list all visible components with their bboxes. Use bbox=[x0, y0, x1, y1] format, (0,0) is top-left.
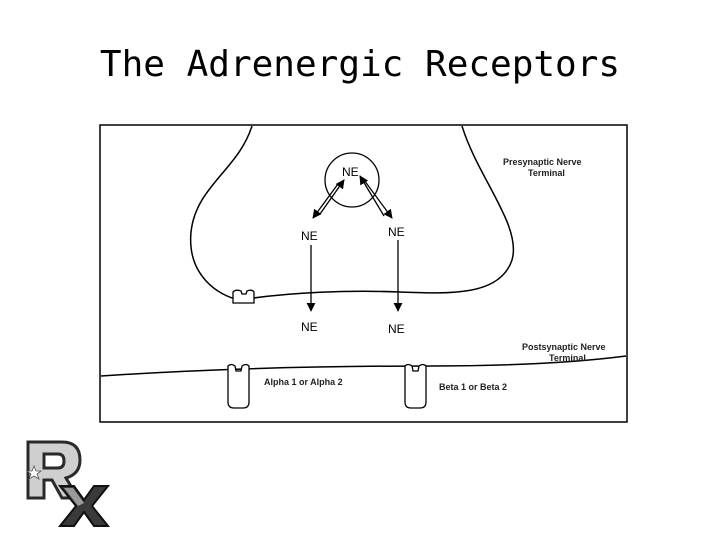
presynaptic-autoreceptor bbox=[232, 289, 255, 304]
presynaptic-terminal-outline bbox=[189, 125, 515, 301]
postsynaptic-label-line2: Terminal bbox=[549, 353, 586, 363]
alpha-receptor bbox=[227, 363, 250, 409]
slide-title: The Adrenergic Receptors bbox=[99, 44, 621, 85]
reuptake-arrow-right bbox=[359, 175, 385, 217]
beta-receptor bbox=[404, 363, 427, 409]
synapse-ne-left-label: NE bbox=[301, 320, 318, 334]
postsynaptic-membrane bbox=[100, 355, 627, 377]
beta-receptor-label: Beta 1 or Beta 2 bbox=[439, 382, 507, 392]
released-ne-left-label: NE bbox=[301, 229, 318, 243]
postsynaptic-label-line1: Postsynaptic Nerve bbox=[522, 342, 606, 352]
presynaptic-label-line2: Terminal bbox=[528, 168, 565, 178]
release-arrow-right bbox=[363, 179, 393, 219]
alpha-receptor-label: Alpha 1 or Alpha 2 bbox=[264, 377, 343, 387]
presynaptic-label-line1: Presynaptic Nerve bbox=[503, 157, 582, 167]
synapse-ne-right-label: NE bbox=[388, 322, 405, 336]
rx-logo-icon bbox=[25, 440, 110, 527]
released-ne-right-label: NE bbox=[388, 225, 405, 239]
reuptake-arrow-left bbox=[319, 179, 345, 215]
release-arrow-left bbox=[312, 183, 339, 219]
ne-vesicle bbox=[324, 152, 380, 208]
vesicle-ne-label: NE bbox=[342, 165, 359, 179]
